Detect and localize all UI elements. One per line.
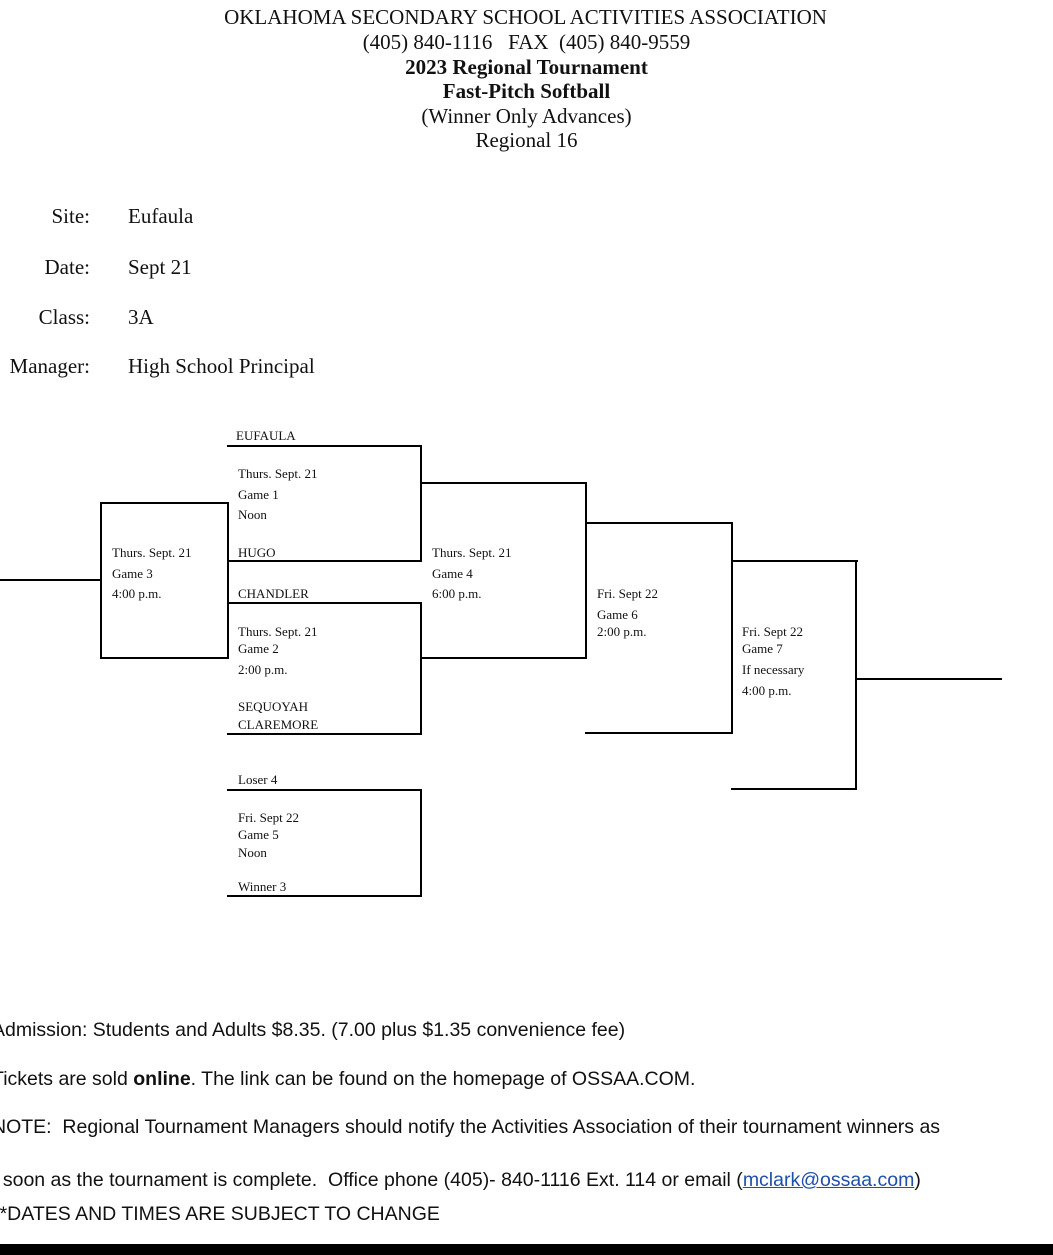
- game-number: Game 6: [597, 607, 638, 622]
- winner-3-slot: Winner 3: [238, 879, 287, 894]
- game-date: Fri. Sept 22: [238, 810, 300, 825]
- team-claremore: CLAREMORE: [238, 717, 319, 732]
- format-note: (Winner Only Advances): [421, 104, 632, 128]
- date-label: Date:: [44, 255, 90, 279]
- schedule-disclaimer: **DATES AND TIMES ARE SUBJECT TO CHANGE: [0, 1203, 440, 1225]
- game-time: 2:00 p.m.: [238, 662, 288, 677]
- phone-fax: (405) 840-1116 FAX (405) 840-9559: [362, 30, 691, 54]
- tickets-text-post: . The link can be found on the homepage …: [190, 1068, 696, 1090]
- tickets-online-emphasis: online: [133, 1068, 191, 1090]
- manager-label: Manager:: [9, 354, 90, 378]
- note-text-pre: soon as the tournament is complete. Offi…: [2, 1169, 743, 1191]
- manager-value: High School Principal: [128, 354, 315, 378]
- game-condition: If necessary: [742, 662, 805, 677]
- game-number: Game 7: [742, 641, 783, 656]
- game-number: Game 2: [238, 641, 279, 656]
- manager-note-line-1: NOTE: Regional Tournament Managers shoul…: [0, 1116, 941, 1138]
- regional-number: Regional 16: [475, 128, 578, 152]
- game-time: 4:00 p.m.: [742, 683, 792, 698]
- org-name: OKLAHOMA SECONDARY SCHOOL ACTIVITIES ASS…: [224, 5, 827, 29]
- manager-note-line-2: soon as the tournament is complete. Offi…: [0, 1146, 921, 1192]
- game-time: 6:00 p.m.: [432, 586, 482, 601]
- tournament-title: 2023 Regional Tournament: [405, 55, 648, 79]
- class-value: 3A: [128, 305, 154, 329]
- bottom-border: [0, 1244, 1053, 1255]
- team-eufaula: EUFAULA: [236, 428, 296, 443]
- game-time: 4:00 p.m.: [112, 586, 162, 601]
- note-text-post: ): [914, 1169, 921, 1191]
- site-label: Site:: [51, 204, 90, 228]
- game-number: Game 1: [238, 487, 279, 502]
- game-number: Game 5: [238, 827, 279, 842]
- email-link[interactable]: mclark@ossaa.com: [742, 1169, 915, 1191]
- game-time: 2:00 p.m.: [597, 624, 647, 639]
- game-number: Game 3: [112, 566, 153, 581]
- tickets-note: Tickets are sold online. The link can be…: [0, 1068, 695, 1091]
- team-chandler: CHANDLER: [238, 586, 309, 601]
- game-date: Thurs. Sept. 21: [238, 466, 318, 481]
- game-date: Thurs. Sept. 21: [112, 545, 192, 560]
- game-date: Thurs. Sept. 21: [432, 545, 512, 560]
- tickets-text-pre: Tickets are sold: [0, 1068, 134, 1090]
- game-number: Game 4: [432, 566, 473, 581]
- loser-4-slot: Loser 4: [238, 772, 278, 787]
- game-date: Thurs. Sept. 21: [238, 624, 318, 639]
- game-time: Noon: [238, 507, 267, 522]
- game-date: Fri. Sept 22: [742, 624, 804, 639]
- game-date: Fri. Sept 22: [597, 586, 659, 601]
- sport-name: Fast-Pitch Softball: [442, 79, 611, 103]
- site-value: Eufaula: [128, 204, 194, 228]
- class-label: Class:: [38, 305, 90, 329]
- game-time: Noon: [238, 845, 267, 860]
- team-sequoyah: SEQUOYAH: [238, 699, 309, 714]
- date-value: Sept 21: [128, 255, 192, 279]
- admission-note: Admission: Students and Adults $8.35. (7…: [0, 1019, 626, 1041]
- team-hugo: HUGO: [238, 545, 276, 560]
